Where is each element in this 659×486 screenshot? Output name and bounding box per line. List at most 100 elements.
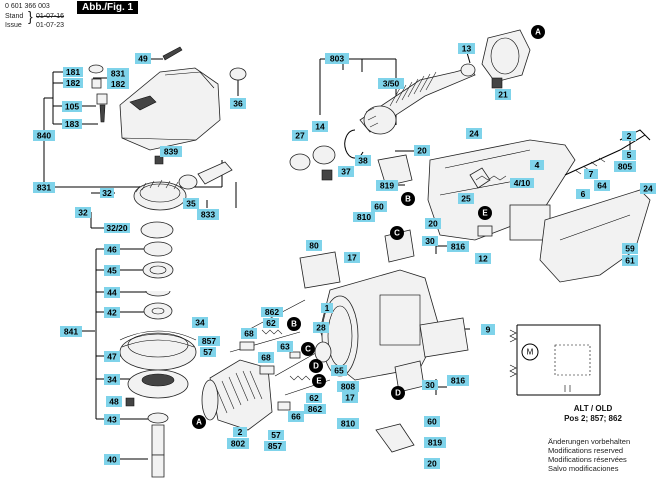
label-28: 28 [313, 322, 329, 333]
svg-text:841: 841 [64, 327, 78, 337]
label-24-upper: 24 [466, 128, 482, 139]
label-816-lower: 816 [447, 375, 469, 386]
svg-text:20: 20 [417, 146, 427, 156]
label-805: 805 [614, 161, 636, 172]
label-803: 803 [325, 53, 349, 64]
label-38: 38 [355, 155, 371, 166]
svg-text:862: 862 [265, 307, 279, 317]
svg-text:42: 42 [107, 308, 117, 318]
bevel-gear [133, 161, 233, 239]
svg-text:17: 17 [347, 253, 357, 263]
label-35: 35 [183, 198, 199, 209]
label-61: 61 [622, 255, 638, 266]
svg-text:64: 64 [597, 181, 607, 191]
motor-housing [319, 269, 441, 381]
ring-27 [289, 153, 311, 171]
svg-text:37: 37 [341, 167, 351, 177]
ref-e-lower: E [312, 374, 326, 388]
circlip-38 [344, 129, 364, 159]
wiring-schematic: M [509, 324, 601, 396]
label-840: 840 [33, 130, 55, 141]
label-45: 45 [104, 265, 120, 276]
label-64: 64 [594, 180, 610, 191]
svg-text:D: D [313, 362, 319, 371]
spindle-stack [119, 241, 197, 478]
svg-text:831: 831 [111, 69, 125, 79]
plate-819-lower [375, 423, 415, 453]
svg-text:105: 105 [65, 102, 79, 112]
svg-text:D: D [395, 389, 401, 398]
svg-text:839: 839 [164, 147, 178, 157]
svg-text:9: 9 [486, 325, 491, 335]
label-34-hatched: 34 [104, 374, 120, 385]
screw-48 [125, 397, 135, 407]
label-857-lower: 857 [264, 441, 286, 451]
svg-text:32/20: 32/20 [106, 223, 128, 233]
brush-holder-66 [277, 401, 291, 411]
svg-text:183: 183 [65, 119, 79, 129]
svg-text:E: E [482, 209, 488, 218]
label-34: 34 [192, 317, 208, 328]
motor-symbol: M [527, 348, 534, 357]
svg-text:47: 47 [107, 352, 117, 362]
svg-text:1: 1 [325, 303, 330, 313]
svg-text:816: 816 [451, 376, 465, 386]
label-32: 32 [75, 207, 91, 218]
label-183: 183 [62, 119, 82, 129]
label-802: 802 [227, 438, 249, 449]
label-25: 25 [458, 193, 474, 204]
label-44: 44 [104, 287, 120, 298]
svg-text:B: B [405, 195, 411, 204]
label-182: 182 [63, 78, 83, 88]
label-62-lower: 62 [306, 393, 322, 403]
svg-text:819: 819 [428, 438, 442, 448]
armature [359, 63, 476, 135]
label-17-lower: 17 [342, 392, 358, 403]
spring-25 [475, 175, 507, 181]
svg-text:28: 28 [316, 323, 326, 333]
alt-old-positions: Pos 2; 857; 862 [564, 414, 622, 423]
label-37: 37 [338, 166, 354, 177]
label-2-bottom: 2 [233, 427, 247, 437]
label-831-upper: 831 [107, 68, 129, 79]
note-es: Salvo modificaciones [548, 464, 619, 473]
gear-housing-cover [88, 64, 221, 151]
svg-text:840: 840 [37, 131, 51, 141]
label-62-upper: 62 [263, 318, 279, 328]
svg-text:30: 30 [425, 236, 435, 246]
svg-text:80: 80 [309, 241, 319, 251]
svg-text:17: 17 [345, 393, 355, 403]
svg-text:40: 40 [107, 455, 117, 465]
svg-text:C: C [305, 345, 311, 354]
label-2-top: 2 [622, 131, 636, 141]
power-cable [564, 129, 651, 176]
label-42: 42 [104, 307, 120, 318]
brush-68-upper [239, 341, 255, 351]
plate-9 [419, 317, 469, 358]
svg-text:A: A [196, 418, 202, 427]
svg-text:65: 65 [334, 366, 344, 376]
label-819-lower: 819 [424, 437, 446, 448]
label-27: 27 [292, 130, 308, 141]
svg-text:14: 14 [315, 122, 325, 132]
svg-text:4/10: 4/10 [514, 178, 531, 188]
svg-text:35: 35 [186, 199, 196, 209]
svg-text:24: 24 [469, 129, 479, 139]
label-43: 43 [104, 414, 120, 425]
svg-text:27: 27 [295, 131, 305, 141]
label-839: 839 [160, 146, 182, 157]
part-12 [477, 225, 493, 237]
svg-text:68: 68 [261, 353, 271, 363]
label-57-upper: 57 [200, 347, 216, 357]
spring-62-upper [261, 329, 283, 335]
label-1: 1 [321, 303, 333, 313]
label-841: 841 [60, 326, 82, 337]
svg-text:61: 61 [625, 256, 635, 266]
svg-text:63: 63 [280, 342, 290, 352]
ref-d-left: D [309, 359, 323, 373]
label-66: 66 [288, 411, 304, 422]
clip-37 [321, 169, 333, 181]
label-105: 105 [62, 101, 82, 112]
label-810-upper: 810 [353, 212, 375, 222]
label-9: 9 [481, 324, 495, 335]
